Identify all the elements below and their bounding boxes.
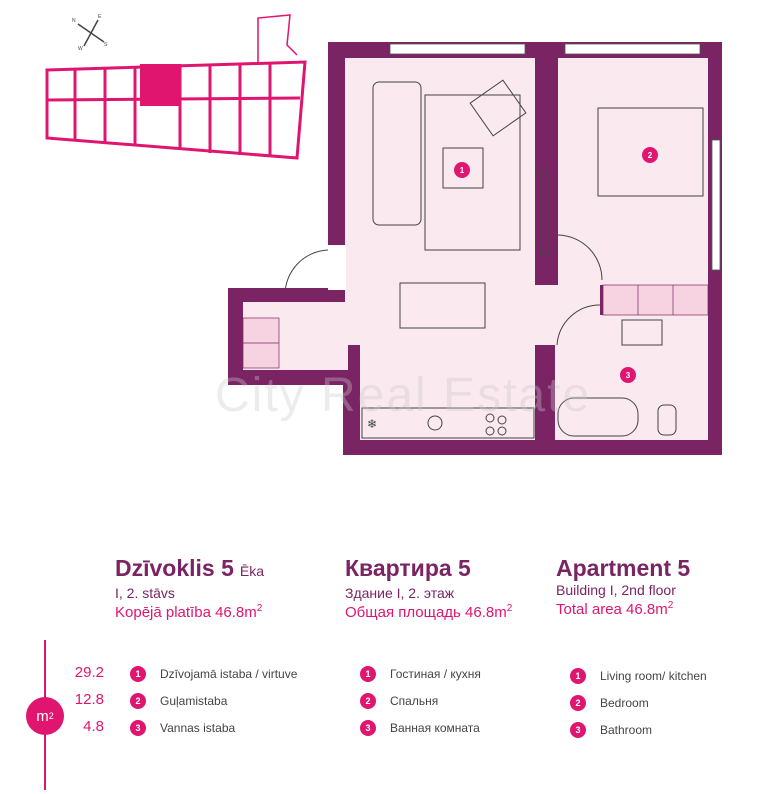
room-name: Bathroom — [600, 723, 653, 737]
armchair — [469, 79, 527, 137]
compass-w: W — [78, 46, 83, 52]
sofa — [372, 81, 422, 226]
floor-areas — [243, 58, 708, 440]
room-list-item: 1 Гостиная / кухня — [360, 666, 481, 682]
room-number-badge: 3 — [130, 720, 146, 736]
dining-table — [399, 282, 486, 329]
windows — [389, 43, 721, 271]
subtitle: Building I, 2nd floor — [556, 582, 676, 598]
total-area: Kopējā platība 46.8m — [115, 604, 257, 621]
room-number-badge: 3 — [570, 722, 586, 738]
furniture — [284, 79, 704, 439]
room-name: Bedroom — [600, 696, 649, 710]
room-number-badge: 1 — [360, 666, 376, 682]
door-opening-entry — [328, 245, 346, 290]
title: Apartment 5 — [556, 555, 691, 581]
closets — [242, 284, 709, 369]
bed — [597, 107, 704, 197]
room-number-badge: 3 — [360, 720, 376, 736]
coffee-table — [442, 147, 484, 189]
compass-icon — [77, 19, 105, 47]
room-name: Vannas istaba — [160, 721, 236, 735]
area-sup: 2 — [506, 603, 513, 614]
compass-s: S — [104, 42, 108, 48]
door-swing — [284, 249, 329, 296]
room-list-item: 3 Vannas istaba — [130, 720, 235, 736]
room-number-badge: 1 — [570, 668, 586, 684]
sink — [427, 415, 443, 431]
header-english: Apartment 5 Building I, 2nd floor Total … — [556, 555, 690, 618]
snowflake-icon: ❄ — [367, 417, 377, 431]
room-name: Guļamistaba — [160, 694, 228, 708]
room-markers — [454, 147, 658, 383]
compass-n: N — [72, 18, 76, 24]
kitchen-counter — [361, 407, 535, 439]
marker-1: 1 — [460, 166, 465, 175]
room-name: Living room/ kitchen — [600, 669, 707, 683]
toilet — [657, 404, 677, 436]
subtitle: I, 2. stāvs — [115, 585, 175, 601]
room-list-item: 1 Dzīvojamā istaba / virtuve — [130, 666, 297, 682]
room-name: Dzīvojamā istaba / virtuve — [160, 667, 298, 681]
room-number-badge: 1 — [130, 666, 146, 682]
room-number-badge: 2 — [130, 693, 146, 709]
room-list-item: 2 Guļamistaba — [130, 693, 227, 709]
room-list-item: 1 Living room/ kitchen — [570, 668, 707, 684]
title: Квартира 5 — [345, 555, 471, 581]
watermark: City Real Estate — [215, 369, 592, 422]
compass-e: E — [98, 14, 102, 20]
room-list-item: 3 Ванная комната — [360, 720, 480, 736]
header-russian: Квартира 5 Здание I, 2. этаж Общая площа… — [345, 555, 512, 621]
room-list-item: 3 Bathroom — [570, 722, 652, 738]
room-name: Спальня — [390, 694, 439, 708]
room-name: Гостиная / кухня — [390, 667, 481, 681]
area-sup: 2 — [667, 600, 674, 611]
total-area: Total area 46.8m — [556, 601, 668, 618]
bathtub — [557, 397, 639, 437]
subtitle: Здание I, 2. этаж — [345, 585, 455, 601]
highlighted-apartment-5 — [140, 64, 180, 106]
area-value: 29.2 — [74, 664, 104, 681]
room-number-badge: 2 — [360, 693, 376, 709]
tv-stand — [539, 169, 549, 256]
marker-3: 3 — [626, 371, 631, 380]
marker-2: 2 — [648, 151, 653, 160]
area-value: 12.8 — [74, 691, 104, 708]
room-list-item: 2 Bedroom — [570, 695, 649, 711]
rug — [424, 94, 521, 251]
room-name: Ванная комната — [390, 721, 480, 735]
title-suffix: Ēka — [239, 563, 265, 579]
area-sup: 2 — [256, 603, 263, 614]
header-latvian: Dzīvoklis 5 Ēka I, 2. stāvs Kopējā platīb… — [115, 555, 264, 621]
room-number-badge: 2 — [570, 695, 586, 711]
room-list-item: 2 Спальня — [360, 693, 438, 709]
total-area: Общая площадь 46.8m — [345, 604, 507, 621]
area-value: 4.8 — [83, 718, 104, 735]
wash-basin — [621, 319, 663, 346]
title: Dzīvoklis 5 — [115, 555, 234, 581]
